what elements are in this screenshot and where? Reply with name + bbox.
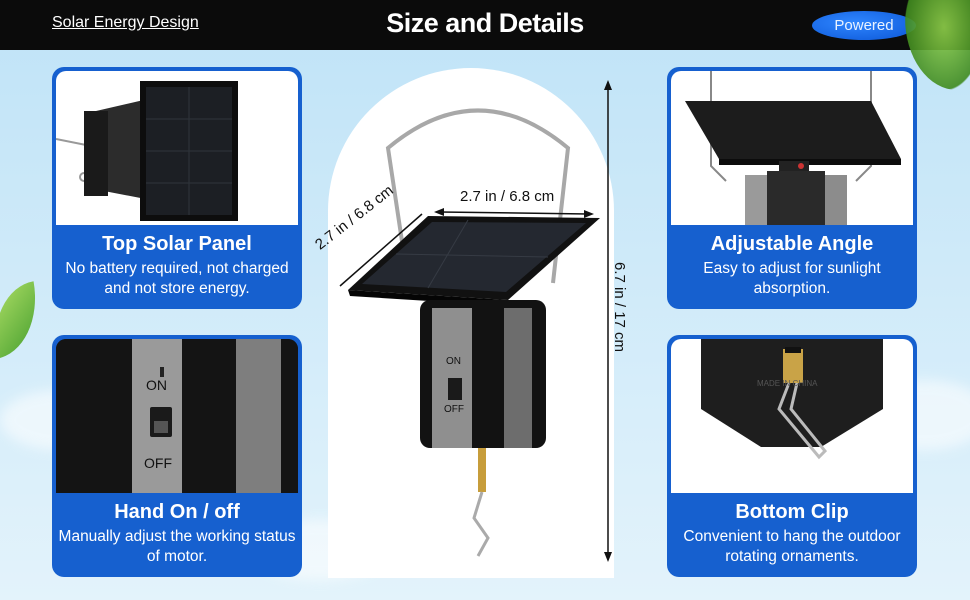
made-in-china-imprint: MADE IN CHINA — [757, 379, 818, 388]
switch-image — [56, 339, 298, 493]
powered-badge: Powered — [812, 11, 916, 40]
card-description: No battery required, not charged and not… — [65, 260, 289, 297]
angle-photo — [671, 71, 913, 225]
feature-card-bottom-clip: MADE IN CHINA Bottom Clip Convenient to … — [667, 335, 917, 577]
card-description: Manually adjust the working status of mo… — [58, 528, 296, 565]
feature-card-hand-on-off: ON OFF Hand On / off Manually adjust the… — [52, 335, 302, 577]
page-title: Size and Details — [386, 8, 584, 38]
adjustable-angle-image — [685, 71, 901, 225]
card-title: Bottom Clip — [735, 501, 849, 523]
feature-card-adjustable-angle: Adjustable Angle Easy to adjust for sunl… — [667, 67, 917, 309]
feature-card-top-solar-panel: Top Solar Panel No battery required, not… — [52, 67, 302, 309]
switch-photo: ON OFF — [56, 339, 298, 493]
switch-on-label: ON — [146, 377, 167, 393]
card-title: Top Solar Panel — [102, 233, 252, 255]
product-switch-off-label: OFF — [444, 404, 464, 415]
card-description: Convenient to hang the outdoor rotating … — [683, 528, 901, 565]
leaf-decoration — [0, 281, 46, 359]
brand-link[interactable]: Solar Energy Design — [52, 14, 199, 31]
solar-panel-photo — [56, 71, 298, 225]
solar-motor-product-image — [339, 80, 612, 562]
clip-photo: MADE IN CHINA — [671, 339, 913, 493]
card-title: Hand On / off — [114, 501, 240, 523]
solar-panel-image — [56, 81, 238, 221]
product-switch-on-label: ON — [446, 356, 461, 367]
width-dimension-label: 2.7 in / 6.8 cm — [460, 188, 555, 205]
bottom-clip-image — [701, 339, 883, 460]
card-description: Easy to adjust for sunlight absorption. — [703, 260, 881, 297]
card-title: Adjustable Angle — [710, 233, 874, 255]
height-dimension-label: 6.7 in / 17 cm — [611, 262, 628, 353]
header-bar: Solar Energy Design Size and Details Pow… — [0, 0, 970, 50]
switch-off-label: OFF — [144, 455, 172, 471]
